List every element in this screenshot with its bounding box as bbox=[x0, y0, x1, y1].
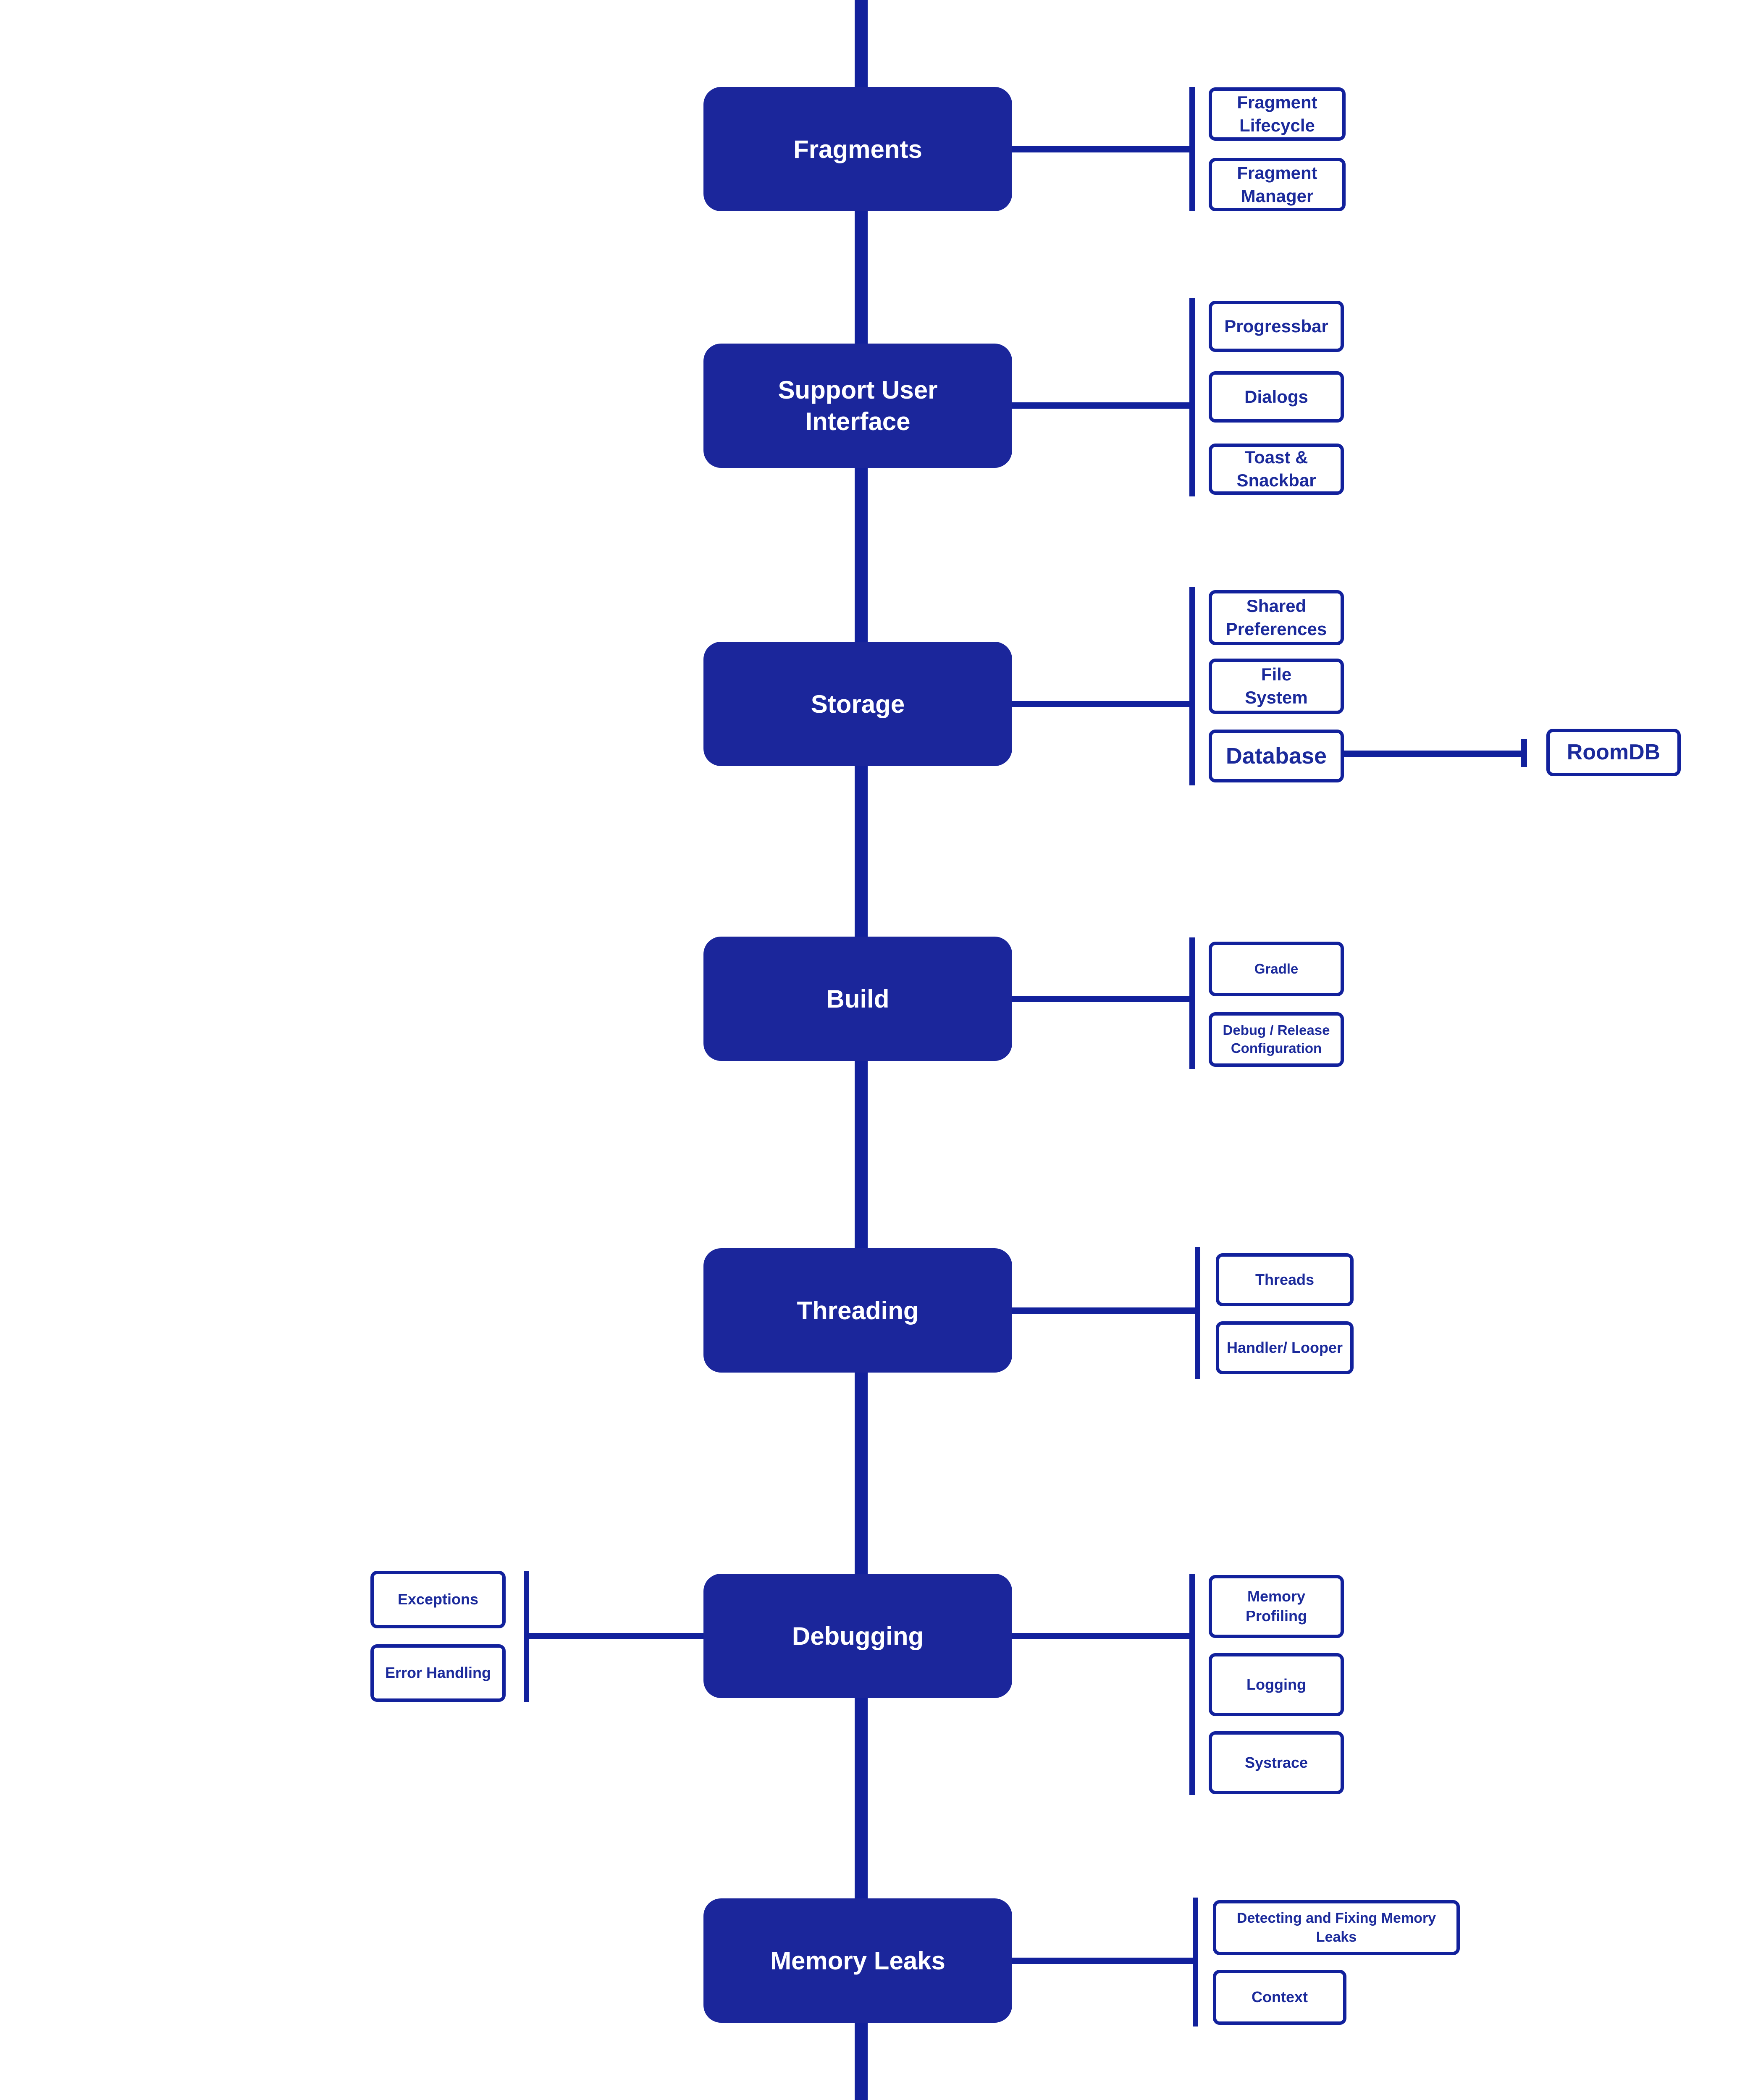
node-context-label: Context bbox=[1252, 1988, 1308, 2006]
node-memory-profiling-label: Memory Profiling bbox=[1246, 1588, 1307, 1625]
node-progressbar-label: Progressbar bbox=[1224, 316, 1328, 336]
bracket-debugging-right bbox=[1189, 1574, 1195, 1795]
connector-memory-leaks-right bbox=[1012, 1958, 1193, 1964]
node-memory-leaks: Memory Leaks bbox=[703, 1898, 1012, 2023]
node-exceptions-label: Exceptions bbox=[397, 1591, 479, 1608]
node-dialogs-label: Dialogs bbox=[1244, 386, 1308, 407]
node-threads-label: Threads bbox=[1255, 1270, 1315, 1288]
node-database-label: Database bbox=[1225, 743, 1327, 769]
node-context: Context bbox=[1213, 1970, 1346, 2025]
node-toast-snackbar-label: Toast & Snackbar bbox=[1236, 447, 1316, 490]
node-handler-looper: Handler/ Looper bbox=[1216, 1321, 1354, 1374]
connector-storage-right bbox=[1012, 701, 1189, 707]
node-memory-profiling: Memory Profiling bbox=[1209, 1575, 1344, 1638]
node-storage: Storage bbox=[703, 642, 1012, 766]
bracket-threading-right bbox=[1195, 1247, 1200, 1379]
node-fragments: Fragments bbox=[703, 87, 1012, 211]
node-build: Build bbox=[703, 937, 1012, 1061]
node-storage-label: Storage bbox=[811, 690, 905, 718]
node-fragment-manager: Fragment Manager bbox=[1209, 158, 1346, 211]
node-roomdb: RoomDB bbox=[1546, 729, 1681, 776]
node-toast-snackbar: Toast & Snackbar bbox=[1209, 444, 1344, 495]
node-memory-leaks-label: Memory Leaks bbox=[770, 1946, 945, 1975]
node-exceptions: Exceptions bbox=[370, 1571, 506, 1628]
bracket-fragments-right bbox=[1189, 87, 1195, 211]
node-gradle: Gradle bbox=[1209, 942, 1344, 996]
bracket-debugging-left bbox=[524, 1571, 529, 1702]
node-logging: Logging bbox=[1209, 1653, 1344, 1716]
node-debug-release-configuration-label: Debug / Release Configuration bbox=[1223, 1022, 1330, 1056]
tick-roomdb bbox=[1521, 739, 1527, 767]
connector-fragments-right bbox=[1012, 146, 1189, 152]
node-threads: Threads bbox=[1216, 1253, 1354, 1306]
node-threading-label: Threading bbox=[797, 1296, 919, 1325]
node-logging-label: Logging bbox=[1246, 1675, 1306, 1693]
node-error-handling: Error Handling bbox=[370, 1644, 506, 1702]
node-roomdb-label: RoomDB bbox=[1567, 740, 1661, 764]
node-file-system: File System bbox=[1209, 659, 1344, 714]
node-database: Database bbox=[1209, 730, 1344, 782]
node-systrace: Systrace bbox=[1209, 1731, 1344, 1794]
node-build-label: Build bbox=[826, 984, 890, 1013]
node-progressbar: Progressbar bbox=[1209, 301, 1344, 352]
node-dialogs: Dialogs bbox=[1209, 371, 1344, 423]
bracket-build-right bbox=[1189, 937, 1195, 1069]
node-handler-looper-label: Handler/ Looper bbox=[1226, 1339, 1343, 1356]
node-shared-preferences-label: Shared Preferences bbox=[1225, 596, 1327, 639]
bracket-support-ui-right bbox=[1189, 298, 1195, 496]
node-fragments-label: Fragments bbox=[793, 135, 922, 163]
bracket-storage-right bbox=[1189, 587, 1195, 785]
node-debugging-label: Debugging bbox=[792, 1622, 924, 1650]
node-detecting-fixing-memory-leaks-label: Detecting and Fixing Memory Leaks bbox=[1236, 1910, 1436, 1945]
node-debugging: Debugging bbox=[703, 1574, 1012, 1698]
node-fragment-manager-label: Fragment Manager bbox=[1237, 163, 1317, 206]
node-support-user-interface-label: Support User Interface bbox=[778, 376, 938, 436]
connector-database-roomdb bbox=[1344, 751, 1521, 757]
node-systrace-label: Systrace bbox=[1244, 1754, 1308, 1771]
node-debug-release-configuration: Debug / Release Configuration bbox=[1209, 1012, 1344, 1067]
connector-build-right bbox=[1012, 996, 1189, 1002]
node-detecting-fixing-memory-leaks: Detecting and Fixing Memory Leaks bbox=[1213, 1900, 1460, 1955]
node-error-handling-label: Error Handling bbox=[385, 1664, 491, 1682]
node-shared-preferences: Shared Preferences bbox=[1209, 590, 1344, 645]
node-threading: Threading bbox=[703, 1248, 1012, 1373]
node-fragment-lifecycle: Fragment Lifecycle bbox=[1209, 87, 1346, 141]
node-fragment-lifecycle-label: Fragment Lifecycle bbox=[1237, 92, 1317, 135]
connector-support-ui-right bbox=[1012, 402, 1189, 409]
bracket-memory-leaks-right bbox=[1193, 1898, 1198, 2026]
node-support-user-interface: Support User Interface bbox=[703, 344, 1012, 468]
connector-threading-right bbox=[1012, 1307, 1195, 1314]
connector-debugging-right bbox=[1012, 1633, 1189, 1639]
connector-debugging-left bbox=[529, 1633, 703, 1639]
node-gradle-label: Gradle bbox=[1254, 961, 1299, 976]
node-file-system-label: File System bbox=[1245, 664, 1308, 707]
